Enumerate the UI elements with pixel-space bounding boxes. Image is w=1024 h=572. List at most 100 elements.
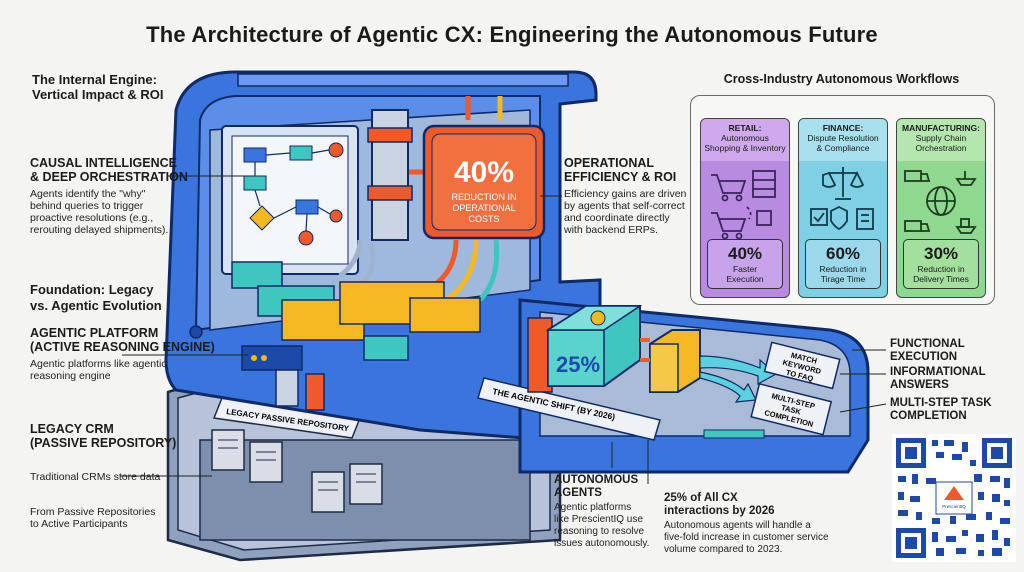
qr-caption: PrescientIQ bbox=[942, 504, 966, 509]
finance-name: FINANCE: bbox=[822, 123, 864, 133]
engine-heading-line1: The Internal Engine: bbox=[32, 72, 157, 87]
legacy-text: Traditional CRMs store data bbox=[30, 471, 161, 483]
chip-caption-2: OPERATIONAL bbox=[452, 203, 515, 213]
qr-code-graphic bbox=[896, 438, 1012, 558]
engine-heading-line2: Vertical Impact & ROI bbox=[32, 87, 164, 102]
platform-title-2: (ACTIVE REASONING ENGINE) bbox=[30, 340, 215, 354]
platform-text-2: reasoning engine bbox=[30, 370, 111, 382]
manufacturing-name: MANUFACTURING: bbox=[902, 123, 980, 133]
manufacturing-value: 30% bbox=[923, 244, 959, 263]
causal-text-3: proactive resolutions (e.g., bbox=[30, 212, 154, 224]
multistep-1: MULTI-STEP TASK bbox=[890, 397, 992, 409]
qr-code[interactable]: PrescientIQ bbox=[892, 434, 1016, 562]
chip-caption-1: REDUCTION IN bbox=[452, 192, 517, 202]
informational-1: INFORMATIONAL bbox=[890, 366, 986, 378]
workflows-panel: RETAIL: Autonomous Shopping & Inventory … bbox=[690, 95, 995, 305]
agentic-platform-block: AGENTIC PLATFORM (ACTIVE REASONING ENGIN… bbox=[30, 326, 230, 382]
retail-sub-1: Autonomous bbox=[721, 133, 769, 143]
manufacturing-sub-1: Supply Chain bbox=[915, 133, 967, 143]
retail-sub-2: Shopping & Inventory bbox=[704, 143, 786, 153]
retail-caption-2: Execution bbox=[726, 274, 764, 284]
ops-text-4: with backend ERPs. bbox=[564, 224, 658, 236]
legacy-title-1: LEGACY CRM bbox=[30, 422, 114, 436]
finance-caption-1: Reduction in bbox=[819, 264, 867, 274]
manufacturing-stat: 30% Reduction in Delivery Times bbox=[903, 239, 979, 289]
ops-text-1: Efficiency gains are driven bbox=[564, 188, 687, 200]
functional-execution-label: FUNCTIONAL EXECUTION bbox=[890, 338, 965, 364]
retail-header: RETAIL: Autonomous Shopping & Inventory bbox=[701, 119, 789, 161]
platform-text-1: Agentic platforms like agentic bbox=[30, 358, 167, 370]
evolution-block: From Passive Repositories to Active Part… bbox=[30, 506, 155, 530]
workflows-title: Cross-Industry Autonomous Workflows bbox=[723, 72, 960, 86]
finance-sub-1: Dispute Resolution bbox=[807, 133, 879, 143]
cx-text-1: Autonomous agents will handle a bbox=[664, 520, 811, 531]
foundation-line1: Foundation: Legacy bbox=[30, 282, 154, 297]
multistep-completion-label: MULTI-STEP TASK COMPLETION bbox=[890, 397, 992, 423]
finance-sub-2: & Compliance bbox=[816, 143, 870, 153]
finance-value: 60% bbox=[825, 244, 861, 263]
ops-title-1: OPERATIONAL bbox=[564, 156, 655, 170]
foundation-line2: vs. Agentic Evolution bbox=[30, 298, 162, 313]
retail-stat: 40% Faster Execution bbox=[707, 239, 783, 289]
evolution-text-2: to Active Participants bbox=[30, 518, 128, 530]
cx-interactions-block: 25% of All CX interactions by 2026 Auton… bbox=[664, 492, 864, 556]
informational-2: ANSWERS bbox=[890, 379, 949, 391]
auto-text-3: reasoning to resolve bbox=[554, 526, 645, 537]
auto-text-4: issues autonomously. bbox=[554, 538, 650, 549]
evolution-text-1: From Passive Repositories bbox=[30, 506, 156, 518]
operational-efficiency-block: OPERATIONAL EFFICIENCY & ROI Efficiency … bbox=[564, 156, 694, 236]
manufacturing-caption-2: Delivery Times bbox=[913, 274, 969, 284]
causal-intelligence-block: CAUSAL INTELLIGENCE & DEEP ORCHESTRATION… bbox=[30, 156, 200, 236]
retail-value: 40% bbox=[727, 244, 763, 263]
cx-title-1: 25% of All CX bbox=[664, 492, 738, 504]
finance-stat: 60% Reduction in Tirage Time bbox=[805, 239, 881, 289]
causal-title-1: CAUSAL INTELLIGENCE bbox=[30, 156, 177, 170]
workflow-card-manufacturing: MANUFACTURING: Supply Chain Orchestratio… bbox=[896, 118, 986, 298]
causal-text-4: rerouting delayed shipments). bbox=[30, 224, 169, 236]
scales-icon bbox=[810, 167, 874, 231]
cx-text-3: volume compared to 2023. bbox=[664, 544, 783, 555]
manufacturing-sub-2: Orchestration bbox=[915, 143, 967, 153]
finance-caption-2: Tirage Time bbox=[820, 274, 866, 284]
functional-2: EXECUTION bbox=[890, 351, 958, 363]
auto-text-2: like PrescientIQ use bbox=[554, 514, 643, 525]
ops-text-3: and coordinate directly bbox=[564, 212, 670, 224]
legacy-crm-base: LEGACY PASSIVE REPOSITORY bbox=[166, 368, 562, 562]
agentic-shift-shelf: THE AGENTIC SHIFT (BY 2026) 25% MATCH KE… bbox=[477, 298, 870, 474]
cube-value: 25% bbox=[556, 352, 600, 377]
auto-text-1: Agentic platforms bbox=[554, 502, 632, 513]
auto-title-1: AUTONOMOUS bbox=[554, 474, 639, 486]
cx-text-2: five-fold increase in customer service bbox=[664, 532, 829, 543]
causal-text-2: behind queries to trigger bbox=[30, 200, 144, 212]
manufacturing-caption-1: Reduction in bbox=[917, 264, 965, 274]
finance-header: FINANCE: Dispute Resolution & Compliance bbox=[799, 119, 887, 161]
shopping-cart-icon bbox=[711, 170, 776, 240]
manufacturing-header: MANUFACTURING: Supply Chain Orchestratio… bbox=[897, 119, 985, 161]
chip-value: 40% bbox=[454, 156, 514, 189]
retail-name: RETAIL: bbox=[728, 123, 762, 133]
operational-cost-chip: 40% REDUCTION IN OPERATIONAL COSTS bbox=[422, 124, 546, 240]
globe-icon bbox=[904, 170, 977, 234]
legacy-title-2: (PASSIVE REPOSITORY) bbox=[30, 436, 177, 450]
causal-title-2: & DEEP ORCHESTRATION bbox=[30, 170, 188, 184]
ops-text-2: by agents that self-correct bbox=[564, 200, 685, 212]
workflow-card-finance: FINANCE: Dispute Resolution & Compliance… bbox=[798, 118, 888, 298]
foundation-heading: Foundation: Legacy vs. Agentic Evolution bbox=[30, 282, 162, 314]
informational-answers-label: INFORMATIONAL ANSWERS bbox=[890, 366, 986, 392]
platform-title-1: AGENTIC PLATFORM bbox=[30, 326, 159, 340]
autonomous-agents-block: AUTONOMOUS AGENTS Agentic platforms like… bbox=[554, 474, 664, 550]
cx-title-2: interactions by 2026 bbox=[664, 505, 775, 517]
chip-caption-3: COSTS bbox=[468, 214, 499, 224]
engine-heading: The Internal Engine: Vertical Impact & R… bbox=[32, 72, 164, 102]
workflow-card-retail: RETAIL: Autonomous Shopping & Inventory … bbox=[700, 118, 790, 298]
legacy-crm-block: LEGACY CRM (PASSIVE REPOSITORY) bbox=[30, 422, 176, 450]
ops-title-2: EFFICIENCY & ROI bbox=[564, 170, 677, 184]
page-title: The Architecture of Agentic CX: Engineer… bbox=[146, 22, 878, 47]
functional-1: FUNCTIONAL bbox=[890, 338, 965, 350]
auto-title-2: AGENTS bbox=[554, 487, 602, 499]
machine-shell: 40% REDUCTION IN OPERATIONAL COSTS bbox=[164, 70, 602, 442]
flowchart-screen bbox=[221, 125, 359, 275]
multistep-2: COMPLETION bbox=[890, 410, 967, 422]
causal-text-1: Agents identify the "why" bbox=[30, 188, 146, 200]
